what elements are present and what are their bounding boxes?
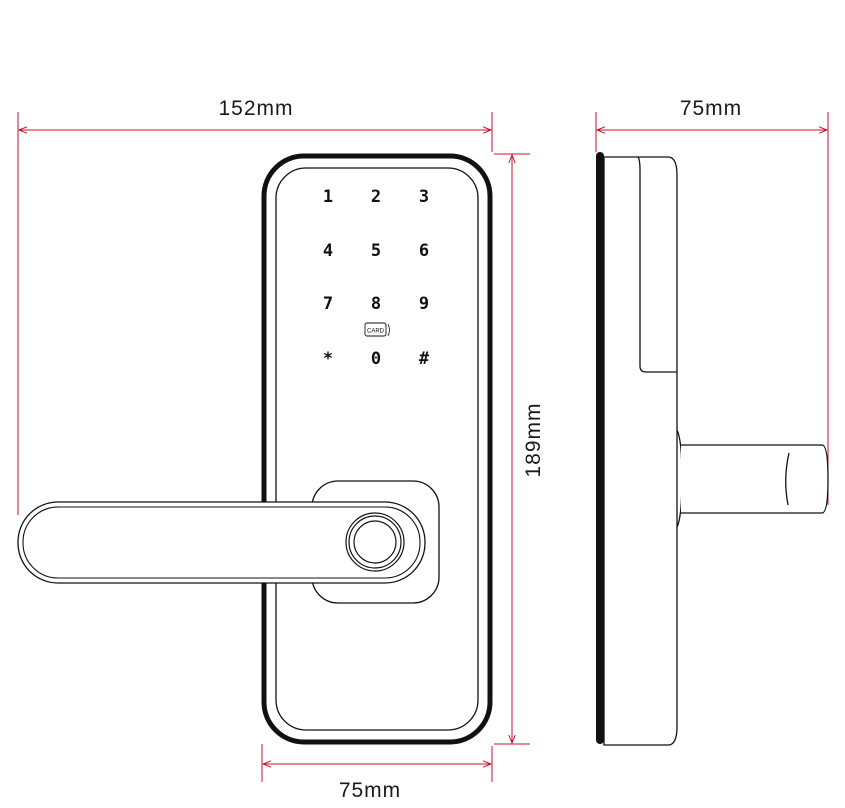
side-upper-housing bbox=[637, 156, 677, 373]
key-3[interactable]: 3 bbox=[419, 187, 429, 207]
lever-handle[interactable] bbox=[17, 501, 426, 584]
lever-handle-inner bbox=[22, 506, 421, 579]
label-panel-width: 75mm bbox=[339, 779, 401, 802]
label-total-width: 152mm bbox=[218, 97, 293, 120]
key-8[interactable]: 8 bbox=[371, 294, 381, 314]
label-height: 189mm bbox=[522, 402, 545, 477]
side-lever bbox=[681, 444, 829, 514]
key-6[interactable]: 6 bbox=[419, 241, 429, 261]
fingerprint-sensor[interactable] bbox=[353, 520, 397, 564]
key-0[interactable]: 0 bbox=[371, 349, 381, 369]
label-depth: 75mm bbox=[680, 97, 742, 120]
card-label: CARD bbox=[367, 329, 385, 335]
front-view: 1 2 3 4 5 6 7 8 9 * 0 # CARD bbox=[17, 153, 493, 745]
side-door-plate bbox=[596, 152, 604, 744]
card-reader-icon: CARD bbox=[364, 322, 390, 337]
side-body bbox=[603, 156, 678, 746]
key-star[interactable]: * bbox=[323, 349, 333, 369]
key-7[interactable]: 7 bbox=[323, 294, 333, 314]
fingerprint-ring bbox=[348, 515, 402, 569]
key-4[interactable]: 4 bbox=[323, 241, 333, 261]
key-9[interactable]: 9 bbox=[419, 294, 429, 314]
key-1[interactable]: 1 bbox=[323, 187, 333, 207]
side-view bbox=[596, 152, 829, 746]
side-lever-curve bbox=[785, 452, 790, 506]
key-hash[interactable]: # bbox=[419, 349, 430, 369]
dimension-lines bbox=[17, 112, 829, 782]
key-5[interactable]: 5 bbox=[371, 241, 381, 261]
keypad: 1 2 3 4 5 6 7 8 9 * 0 # bbox=[323, 187, 430, 369]
key-2[interactable]: 2 bbox=[371, 187, 381, 207]
